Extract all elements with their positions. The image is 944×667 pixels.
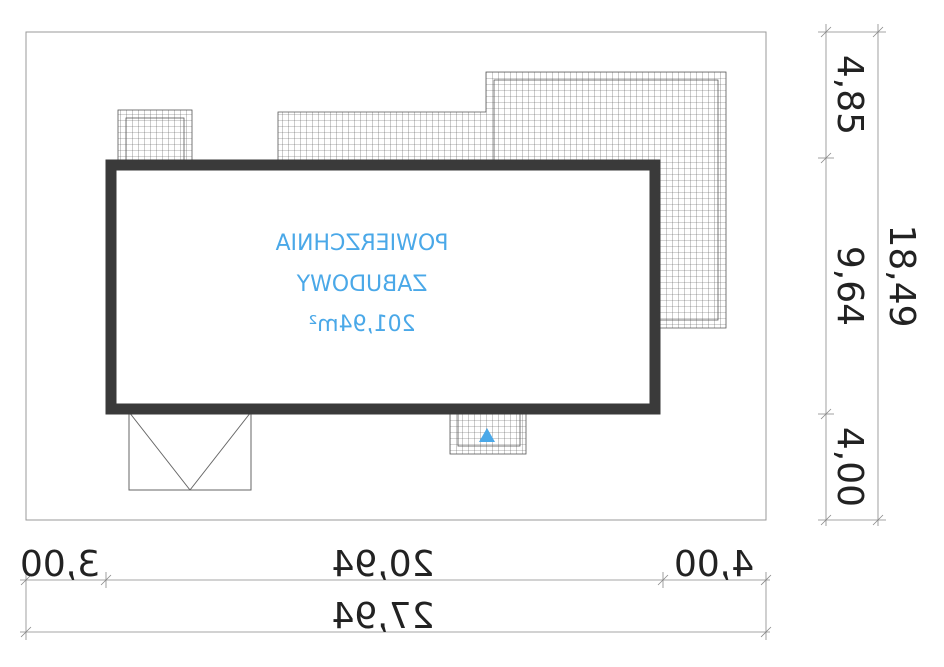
dim-bottom-left: 3,00 bbox=[20, 544, 100, 585]
dim-bottom-total: 27,94 bbox=[331, 596, 434, 637]
dim-right-bottom: 4,00 bbox=[829, 427, 870, 507]
right-dimension-lines bbox=[818, 24, 886, 526]
building-outline bbox=[105, 159, 661, 415]
dim-bottom-right: 4,00 bbox=[674, 544, 754, 585]
building-area: 201,94m² bbox=[308, 312, 415, 337]
entrance-arrow-icon bbox=[479, 428, 495, 442]
bottom-dimension-lines bbox=[20, 572, 772, 640]
dim-right-middle: 9,64 bbox=[829, 246, 870, 326]
dim-bottom-middle: 20,94 bbox=[331, 544, 434, 585]
terrace-hatch-left bbox=[117, 109, 193, 161]
building-label-line1: POWIERZCHNIA bbox=[276, 231, 449, 256]
dim-right-total: 18,49 bbox=[881, 224, 922, 327]
plot-boundary bbox=[25, 31, 767, 521]
dim-right-top: 4,85 bbox=[829, 55, 870, 135]
building-label-line2: ZABUDOWY bbox=[296, 272, 427, 297]
canopy-outline bbox=[128, 411, 252, 491]
